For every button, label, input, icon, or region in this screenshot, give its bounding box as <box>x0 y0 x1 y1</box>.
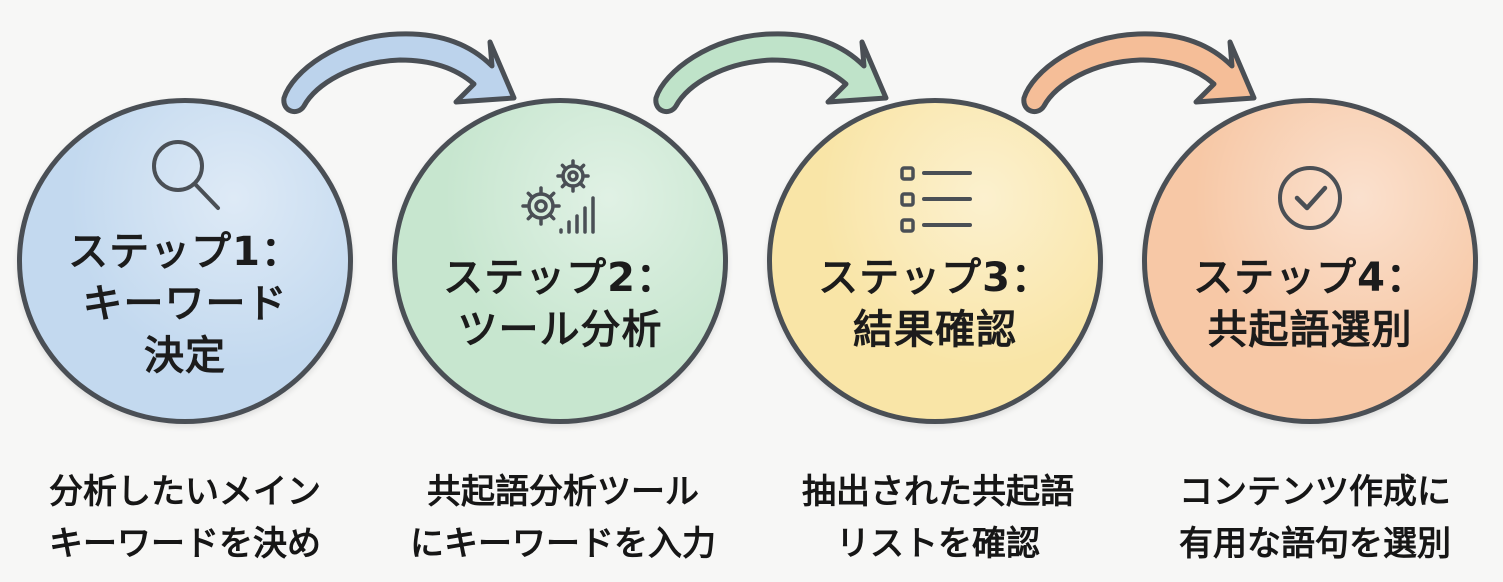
gears-chart-icon <box>521 159 595 234</box>
step-4-circle: ステップ4： 共起語選別 <box>1142 98 1478 424</box>
arrow-1-to-2 <box>281 31 517 115</box>
step-3-description: 抽出された共起語 リストを確認 <box>802 472 1074 564</box>
arrow-3-to-4 <box>1021 31 1257 115</box>
check-circle-icon <box>1278 166 1342 230</box>
step-title: ステップ1： <box>68 229 302 275</box>
step-subtitle: ツール分析 <box>457 307 663 353</box>
step-subtitle: 共起語選別 <box>1207 307 1413 353</box>
checklist-icon <box>900 166 972 233</box>
step-subtitle: 結果確認 <box>853 307 1017 353</box>
step-title: ステップ4： <box>1193 255 1427 301</box>
step-subtitle: キーワード 決定 <box>82 281 288 379</box>
step-2-circle: ステップ2： ツール分析 <box>392 98 728 424</box>
step-title: ステップ2： <box>443 255 677 301</box>
arrow-2-to-3 <box>653 31 889 115</box>
step-1-description: 分析したいメイン キーワードを決め <box>49 472 321 564</box>
step-3-circle: ステップ3： 結果確認 <box>767 98 1103 424</box>
search-icon <box>152 140 220 210</box>
step-title: ステップ3： <box>818 255 1052 301</box>
step-4-description: コンテンツ作成に 有用な語句を選別 <box>1179 472 1451 564</box>
step-2-description: 共起語分析ツール にキーワードを入力 <box>410 472 716 564</box>
step-1-circle: ステップ1： キーワード 決定 <box>17 98 353 424</box>
